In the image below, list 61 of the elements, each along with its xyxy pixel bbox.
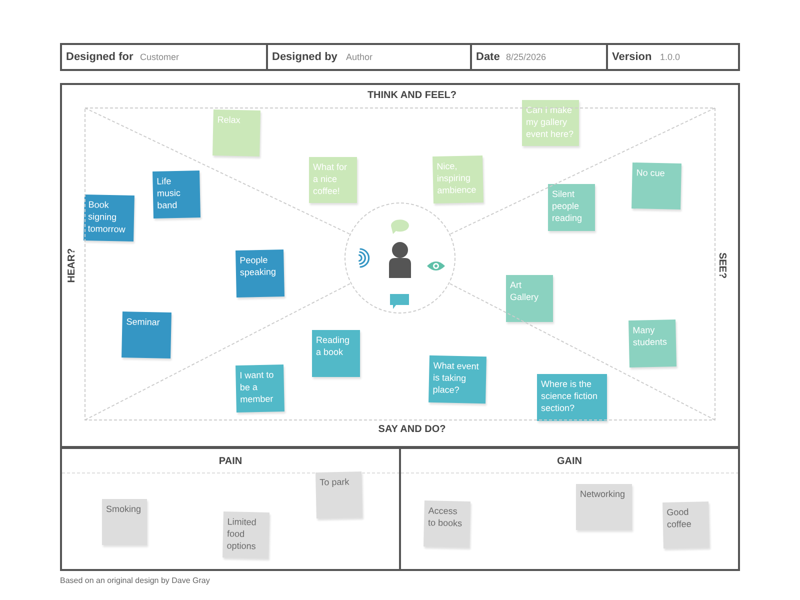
- panel: [399, 447, 740, 571]
- note-text: Good coffee: [666, 506, 692, 530]
- note-text: Smoking: [106, 504, 142, 514]
- sticky-note: [424, 500, 470, 548]
- field-value: 1.0.0: [660, 52, 680, 62]
- panel: [60, 447, 401, 571]
- note-text: Silent people reading: [552, 189, 582, 223]
- quadrant-heading: SAY AND DO?: [377, 424, 447, 435]
- quadrant-heading: HEAR?: [66, 247, 78, 285]
- note-text: Access to books: [428, 506, 462, 528]
- note-text: No cue: [636, 168, 665, 178]
- sticky-note: [506, 275, 553, 322]
- panel: [60, 83, 740, 448]
- sticky-note: [316, 472, 362, 518]
- quadrant-heading: THINK AND FEEL?: [366, 90, 458, 101]
- sticky-note: [548, 184, 595, 231]
- field-label: Designed for: [66, 51, 134, 63]
- field-value: Author: [346, 52, 373, 62]
- sticky-note: [84, 194, 134, 242]
- note-text: People speaking: [240, 254, 276, 278]
- note-text: Relax: [217, 114, 240, 126]
- quadrant-heading: SEE?: [716, 251, 728, 281]
- sticky-note: [309, 157, 357, 203]
- panel-heading: GAIN: [556, 456, 583, 467]
- caption: Based on an original design by Dave Gray: [60, 576, 210, 585]
- note-text: Where is the science fiction section?: [541, 379, 598, 413]
- sticky-note: [537, 374, 607, 421]
- sticky-note: [576, 484, 632, 530]
- sticky-note: [632, 162, 682, 210]
- note-text: To park: [320, 476, 350, 488]
- sticky-note: [428, 355, 486, 404]
- note-text: Limited food options: [226, 516, 256, 552]
- sticky-note: [522, 100, 579, 146]
- field-value: Customer: [140, 52, 180, 62]
- field-label: Designed by: [272, 51, 338, 63]
- note-text: Reading a book: [316, 335, 350, 357]
- note-text: What for a nice coffee!: [313, 162, 348, 196]
- sticky-note: [102, 499, 147, 545]
- sticky-note: [212, 110, 260, 156]
- panel-heading: PAIN: [218, 456, 244, 467]
- note-text: I want to be a member: [240, 370, 274, 404]
- sticky-note: [628, 320, 676, 368]
- note-text: What event is taking place?: [432, 360, 479, 396]
- sticky-note: [662, 502, 710, 548]
- sticky-note: [122, 312, 172, 358]
- sticky-note: [432, 155, 484, 204]
- sticky-note: [236, 364, 284, 412]
- field-label: Date: [476, 51, 500, 63]
- note-text: Nice, inspiring ambience: [436, 161, 476, 196]
- note-text: Networking: [580, 489, 626, 499]
- sticky-note: [152, 170, 200, 218]
- note-text: Book signing tomorrow: [88, 200, 126, 234]
- note-text: Seminar: [126, 316, 160, 328]
- sticky-note: [312, 330, 360, 377]
- note-text: Life music band: [156, 176, 181, 210]
- field-label: Version: [612, 51, 652, 63]
- field-value: 8/25/2026: [506, 52, 546, 62]
- sticky-note: [222, 512, 270, 558]
- note-text: Many students: [632, 324, 668, 348]
- note-text: Art Gallery: [510, 280, 539, 302]
- sticky-note: [236, 250, 284, 298]
